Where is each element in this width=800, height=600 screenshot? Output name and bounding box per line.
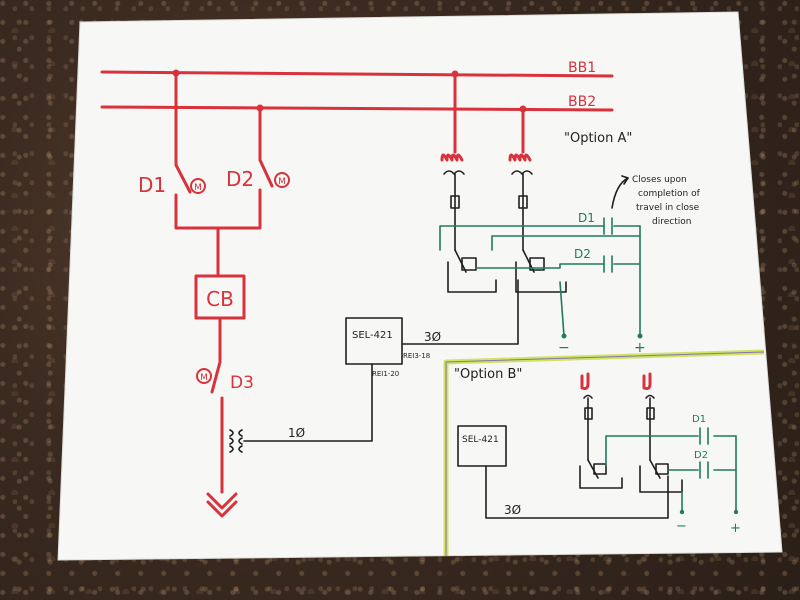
option-b-pt-1: [580, 372, 593, 461]
option-a-aux-wiring: [439, 225, 641, 337]
option-a-note: Closes upon completion of travel in clos…: [611, 175, 701, 227]
relay-port-ct: REI1-20: [372, 370, 399, 378]
motor-operator-icon: [190, 178, 206, 194]
terminal-dot: [733, 509, 739, 515]
disconnect-d2-label: D2: [226, 167, 254, 191]
busbar-bb2-label: BB2: [568, 94, 596, 110]
note-line-1: Closes upon: [632, 175, 687, 185]
terminal-dot: [679, 509, 685, 515]
option-b-aux-wiring: [605, 435, 737, 513]
pt-wiring: [401, 279, 519, 345]
busbar-bb1: [100, 70, 614, 78]
motor-operator-icon: [196, 368, 212, 384]
option-a-title: "Option A": [564, 131, 632, 146]
single-phase-label: 1Ø: [288, 426, 305, 440]
note-line-2: completion of: [638, 189, 701, 199]
option-b-plus: +: [730, 521, 741, 536]
option-b-switch-contacts: [579, 459, 683, 493]
disconnect-d3: M D3: [196, 360, 254, 430]
note-line-4: direction: [652, 217, 691, 227]
option-a-d1-label: D1: [578, 211, 595, 225]
option-b-d2-label: D2: [694, 450, 708, 461]
busbar-bb1-label: BB1: [568, 60, 596, 76]
relay-port-pt: REI3-18: [403, 352, 430, 360]
option-b-minus: −: [676, 519, 687, 534]
relay-label: SEL-421: [352, 330, 393, 341]
ct-wiring: [243, 363, 373, 442]
circuit-breaker-label: CB: [206, 287, 234, 311]
option-a-pt-1: [440, 72, 465, 251]
svg-text:M: M: [200, 373, 208, 383]
disconnect-d1-label: D1: [138, 173, 166, 197]
option-a-minus: −: [558, 340, 570, 356]
option-b-relay: SEL-421: [457, 425, 507, 467]
busbar-bb2: [100, 105, 614, 112]
terminal-dot: [561, 333, 567, 339]
disconnect-d3-label: D3: [230, 373, 254, 393]
option-a-pt-2: [508, 107, 533, 251]
three-phase-label: 3Ø: [424, 330, 441, 344]
load-arrow-icon: [206, 492, 238, 518]
paper-sheet: [57, 11, 783, 561]
relay-sel421: SEL-421 REI3-18 REI1-20: [345, 317, 430, 378]
terminal-dot: [637, 333, 643, 339]
option-b-wiring: [485, 465, 669, 519]
option-b-border-line: [445, 351, 765, 556]
motor-operator-icon: [274, 172, 290, 188]
option-a-contact-d1: D1: [578, 211, 613, 235]
option-a-d2-label: D2: [574, 247, 591, 261]
note-line-3: travel in close: [636, 203, 700, 213]
option-b-contact-d1: D1: [692, 414, 709, 445]
disconnect-d1: M D1: [138, 71, 206, 214]
busbars: BB1 BB2: [100, 60, 614, 113]
option-b-d1-label: D1: [692, 414, 706, 425]
disconnect-d2: M D2: [226, 106, 290, 214]
option-b-pt-2: [642, 372, 655, 461]
option-b-contact-d2: D2: [694, 450, 709, 479]
svg-text:M: M: [194, 183, 202, 193]
option-b-title: "Option B": [454, 367, 522, 382]
option-b-relay-label: SEL-421: [462, 435, 499, 445]
option-b-three-phase: 3Ø: [504, 503, 521, 517]
current-transformer: [229, 429, 243, 453]
option-a-plus: +: [634, 340, 646, 356]
svg-text:M: M: [278, 177, 286, 187]
option-a-contact-d2: D2: [574, 247, 613, 273]
